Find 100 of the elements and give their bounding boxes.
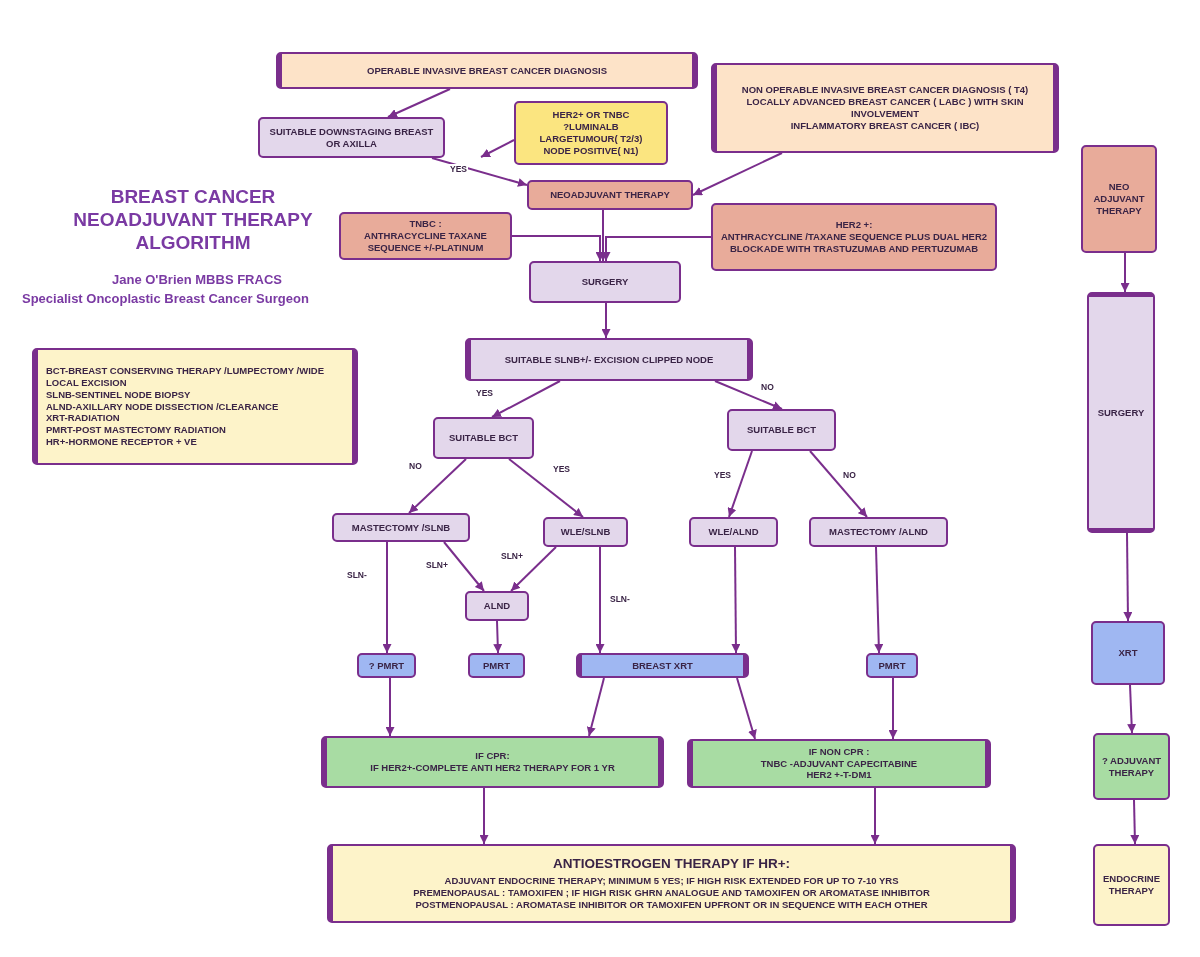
process-box (1093, 733, 1170, 800)
edge-label: YES (475, 388, 494, 398)
box-text: SUITABLE BCT (449, 432, 518, 444)
process-box (529, 261, 681, 303)
box-text: BREAST XRT (632, 659, 693, 672)
box-text: NEO ADJUVANT THERAPY (1092, 181, 1146, 217)
arrow (443, 541, 485, 592)
arrow (731, 546, 741, 654)
arrow (508, 458, 584, 518)
edge-label: SLN+ (500, 551, 524, 561)
box-text: WLE/SLNB (560, 526, 611, 538)
edge-label: YES (552, 464, 571, 474)
box-text: INFLAMMATORY BREAST CANCER ( IBC) (790, 119, 980, 132)
box-text: WLE/ALND (708, 526, 759, 538)
arrow (870, 787, 880, 845)
process-box (258, 117, 445, 158)
box-text: ENDOCRINE THERAPY (1102, 873, 1161, 897)
process-box (339, 212, 512, 260)
process-box (433, 417, 534, 459)
box-text: LOCALLY ADVANCED BREAST CANCER ( LABC ) WITH SKIN INVOLVEMENT (745, 96, 1025, 120)
edge-label: NO (408, 461, 423, 471)
box-text: SUITABLE SLNB+/- EXCISION CLIPPED NODE (504, 353, 714, 366)
box-text: IF HER2+-COMPLETE ANTI HER2 THERAPY FOR 1 YR (370, 762, 615, 774)
author-text: Jane O'Brien MBBS FRACS (112, 272, 282, 287)
author-text: Specialist Oncoplastic Breast Cancer Surgeon (22, 291, 309, 306)
process-box (321, 736, 664, 788)
process-box (727, 409, 836, 451)
arrow (888, 677, 898, 740)
edge-label: YES (449, 164, 468, 174)
process-box (809, 517, 948, 547)
process-box (543, 517, 628, 547)
arrow (1120, 252, 1130, 293)
process-box (689, 517, 778, 547)
box-text: TNBC : (409, 218, 442, 231)
edge-label: YES (713, 470, 732, 480)
box-text: NEOADJUVANT THERAPY (550, 189, 670, 201)
box-text: ? PMRT (368, 659, 405, 672)
box-text: PMRT-POST MASTECTOMY RADIATION (46, 424, 226, 437)
box-text: LARGETUMOUR( T2/3) (539, 133, 643, 145)
process-box (357, 653, 416, 678)
box-text: MASTECTOMY /SLNB (351, 521, 451, 534)
box-text: POSTMENOPAUSAL : AROMATASE INHIBITOR OR TAMOXIFEN UPFRONT OR IN SEQUENCE WITH EACH OTHER (415, 898, 928, 911)
box-text: TNBC -ADJUVANT CAPECITABINE (760, 757, 918, 770)
edge-label: SLN- (609, 594, 631, 604)
process-box (1093, 844, 1170, 926)
box-text: SLNB-SENTINEL NODE BIOPSY (46, 388, 191, 401)
box-text: IF CPR: (475, 750, 510, 762)
arrow (1127, 684, 1137, 734)
arrow (385, 677, 395, 737)
arrow (736, 677, 757, 740)
process-box (527, 180, 693, 210)
process-box (465, 338, 753, 381)
process-box (1087, 292, 1155, 533)
arrow (727, 450, 753, 518)
box-text: ALND-AXILLARY NODE DISSECTION /CLEARANCE (46, 400, 279, 413)
box-text: MASTECTOMY /ALND (829, 526, 928, 538)
box-text: ANTHRACYCLINE TAXANE SEQUENCE +/-PLATINUM (363, 230, 488, 254)
box-text: HER2 +: (835, 219, 873, 232)
box-text: ?LUMINALB (563, 121, 619, 133)
box-text: ADJUVANT ENDOCRINE THERAPY; MINIMUM 5 YES; IF HIGH RISK EXTENDED FOR UP TO 7-10 YRS (444, 875, 899, 887)
arrow (809, 450, 868, 518)
box-text: OPERABLE INVASIVE BREAST CANCER DIAGNOSIS (367, 64, 607, 77)
arrow (874, 546, 884, 654)
process-box (332, 513, 470, 542)
arrow (510, 546, 557, 592)
process-box (465, 591, 529, 621)
arrow (692, 152, 783, 196)
process-box (514, 101, 668, 165)
process-box (711, 63, 1059, 153)
arrow (479, 787, 489, 845)
arrow (431, 157, 528, 187)
therapy-panel (327, 844, 1016, 923)
box-text: HER2+ OR TNBC (552, 109, 630, 122)
box-text: NODE POSITIVE( N1) (543, 144, 639, 157)
glossary-box (32, 348, 358, 465)
arrow (595, 546, 605, 654)
box-text: SURGERY (581, 276, 629, 288)
box-text: HER2 +-T-DM1 (806, 769, 872, 782)
arrow (1130, 799, 1140, 845)
box-text: ? ADJUVANT THERAPY (1100, 754, 1163, 779)
arrow (1123, 532, 1133, 622)
box-text: NON OPERABLE INVASIVE BREAST CANCER DIAGNOSIS ( T4) (741, 84, 1029, 97)
box-text: ALND (483, 600, 511, 612)
diagram-title: BREAST CANCER NEOADJUVANT THERAPY ALGORITHM (72, 186, 314, 255)
arrow (491, 380, 561, 418)
box-text: HR+-HORMONE RECEPTOR + VE (46, 436, 197, 449)
box-text: PREMENOPAUSAL : TAMOXIFEN ; IF HIGH RISK GHRN ANALOGUE AND TAMOXIFEN OR AROMATASE INHIBITOR (413, 887, 930, 899)
arrow (586, 677, 605, 737)
arrow (511, 235, 605, 262)
arrow (382, 541, 392, 654)
edge-label: SLN- (346, 570, 368, 580)
process-box (1081, 145, 1157, 253)
edge-label: SLN+ (425, 560, 449, 570)
process-box (468, 653, 525, 678)
edge-label: NO (760, 382, 775, 392)
box-text: ANTHRACYCLINE /TAXANE SEQUENCE PLUS DUAL HER2 BLOCKADE WITH TRASTUZUMAB AND PERTUZUMAB (719, 231, 989, 255)
process-box (711, 203, 997, 271)
process-box (687, 739, 991, 788)
process-box (1091, 621, 1165, 685)
box-text: PMRT (878, 659, 906, 672)
